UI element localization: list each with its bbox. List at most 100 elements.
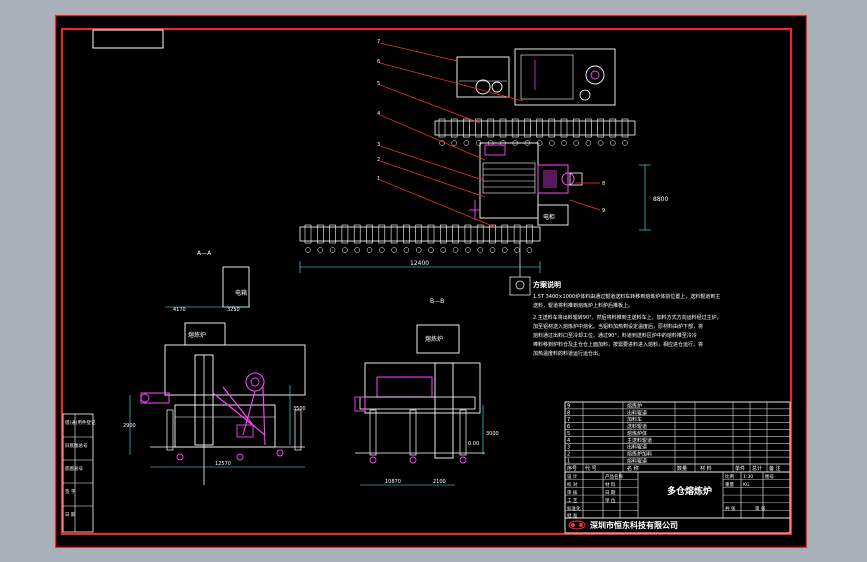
bom-row-no: 1 — [567, 459, 570, 465]
roller — [487, 118, 495, 138]
roller — [439, 224, 447, 244]
inner-border — [61, 28, 792, 535]
roller-end — [440, 247, 447, 253]
balloon-6: 6 — [377, 59, 380, 65]
balloon-4: 4 — [377, 111, 380, 117]
dim-bb-level: 0.00 — [468, 441, 479, 447]
note-line-4: 熔料通过出料口至冷却工位。通过90°，料道到送料区炉中的熔料推至冷冷 — [533, 332, 697, 339]
roller — [475, 118, 482, 138]
sig-1: 校 对 — [567, 481, 578, 488]
roller-end — [451, 140, 457, 146]
bom-hdr-6: 总计 — [752, 465, 762, 472]
sig-2: 审 核 — [567, 489, 578, 496]
plan-electric-box — [537, 204, 569, 226]
roller-end — [573, 140, 579, 146]
roller-end — [403, 247, 410, 253]
roller — [316, 224, 324, 244]
bom-hdr-4: 材 料 — [700, 465, 712, 472]
label-electric-box: 电柜 — [543, 213, 555, 221]
dim-aa-width: 12570 — [215, 461, 231, 467]
note-line-3: 加至铝材送入熔炼炉中熔化。当铝料加热到设定温度后，原材料由炉下部，将 — [533, 323, 703, 330]
roller — [609, 118, 617, 138]
sig-mid-1: 材 料 — [605, 481, 616, 488]
note-line-1: 送料，辊道将料推到熔炼炉上料炉后推板上。 — [533, 302, 633, 309]
roller — [524, 118, 531, 138]
roller — [489, 224, 496, 244]
balloon-7: 7 — [377, 39, 380, 45]
bom-row-name: 熔炼炉 — [627, 402, 642, 409]
bom-row-no: 7 — [567, 417, 570, 423]
label-furnace-b: 熔炼炉 — [425, 335, 443, 343]
roller — [572, 118, 580, 138]
roller-end — [597, 140, 604, 146]
sig-right-5: 共 张 — [725, 505, 736, 512]
balloon-3: 3 — [377, 142, 380, 148]
roller-end — [549, 140, 555, 146]
roller-end — [585, 140, 592, 146]
dim-bb-right: 3000 — [486, 431, 499, 437]
roller — [597, 118, 604, 138]
roller-end — [317, 247, 324, 253]
sig-mid-3: 单 位 — [605, 497, 616, 504]
roller-end — [465, 247, 471, 253]
roller-end — [610, 140, 616, 146]
note-line-0: 1.5T 3400×1000炉体料由通过辊道送料车转移到熔炼炉体前位置上，送料辊… — [533, 293, 720, 300]
roller — [476, 224, 484, 244]
roller — [415, 224, 423, 244]
strip-label-1: 旧底图总号 — [65, 442, 88, 449]
roller — [548, 118, 556, 138]
outer-border — [55, 15, 807, 548]
bom-hdr-0: 序号 — [567, 465, 577, 472]
company-logo-icon — [568, 520, 586, 530]
roller-end — [489, 247, 496, 253]
roller-end — [391, 247, 397, 253]
bom-row-name: 熔料辊道 — [627, 458, 647, 465]
roller — [499, 118, 507, 138]
bom-row-no: 8 — [567, 410, 570, 416]
roller-end — [452, 247, 459, 253]
central-furnace — [479, 142, 539, 219]
roller-end — [415, 247, 422, 253]
sig-mid-2: 日 期 — [605, 490, 616, 496]
roller — [390, 224, 398, 244]
charging-car-right — [514, 48, 616, 106]
roller-end — [342, 247, 348, 253]
bom-hdr-7: 备 注 — [769, 465, 781, 472]
sig-right-0: 比例 — [725, 473, 734, 480]
bom-row-name: 熔炼炉体 — [627, 430, 647, 437]
roller-end — [502, 247, 508, 253]
roller-end — [477, 247, 483, 253]
roller-end — [354, 247, 360, 253]
roller — [438, 118, 446, 138]
strip-label-4: 日 期 — [65, 512, 76, 518]
sig-right-2: 重量 — [725, 481, 734, 488]
sig-right-6: 第 张 — [755, 505, 766, 512]
roller — [450, 118, 458, 138]
bom-hdr-5: 单件 — [735, 465, 745, 472]
section-bb-view: B—B 熔炼炉 3000 0.00 10870 2100 — [354, 298, 499, 486]
roller-end — [329, 247, 336, 253]
bom-row-no: 2 — [567, 452, 570, 458]
roller — [501, 224, 509, 244]
roller — [304, 224, 312, 244]
roller — [378, 224, 386, 244]
company-name: 深圳市恒东科技有限公司 — [590, 520, 678, 530]
dim-bb-width: 10870 — [385, 479, 401, 485]
charging-car-left — [456, 56, 510, 98]
bom-row-no: 9 — [567, 403, 570, 409]
label-view-bb: B—B — [430, 298, 444, 305]
note-line-2: 2.主送料车将出料辊转90°，然后将料推到主送料车上，加料方式方向运料经过主炉， — [533, 314, 722, 321]
balloon-9: 9 — [602, 208, 605, 214]
scheme-notes: 方案说明 1.5T 3400×1000炉体料由通过辊道送料车转移到熔炼炉体前位置… — [533, 280, 722, 357]
balloon-1: 1 — [377, 176, 380, 182]
sig-4: 标准化 — [567, 505, 581, 512]
roller — [621, 118, 629, 138]
balloon-2: 2 — [377, 157, 380, 163]
roller-end — [561, 140, 567, 146]
roller-end — [622, 140, 628, 146]
roller-end — [526, 247, 533, 253]
roller — [427, 224, 435, 244]
note-line-5: 棒料移到炉料仓及主仓仓上面加料，按需要进料进入熔料，相应进仓运行，将 — [533, 341, 703, 348]
roller — [585, 118, 592, 138]
